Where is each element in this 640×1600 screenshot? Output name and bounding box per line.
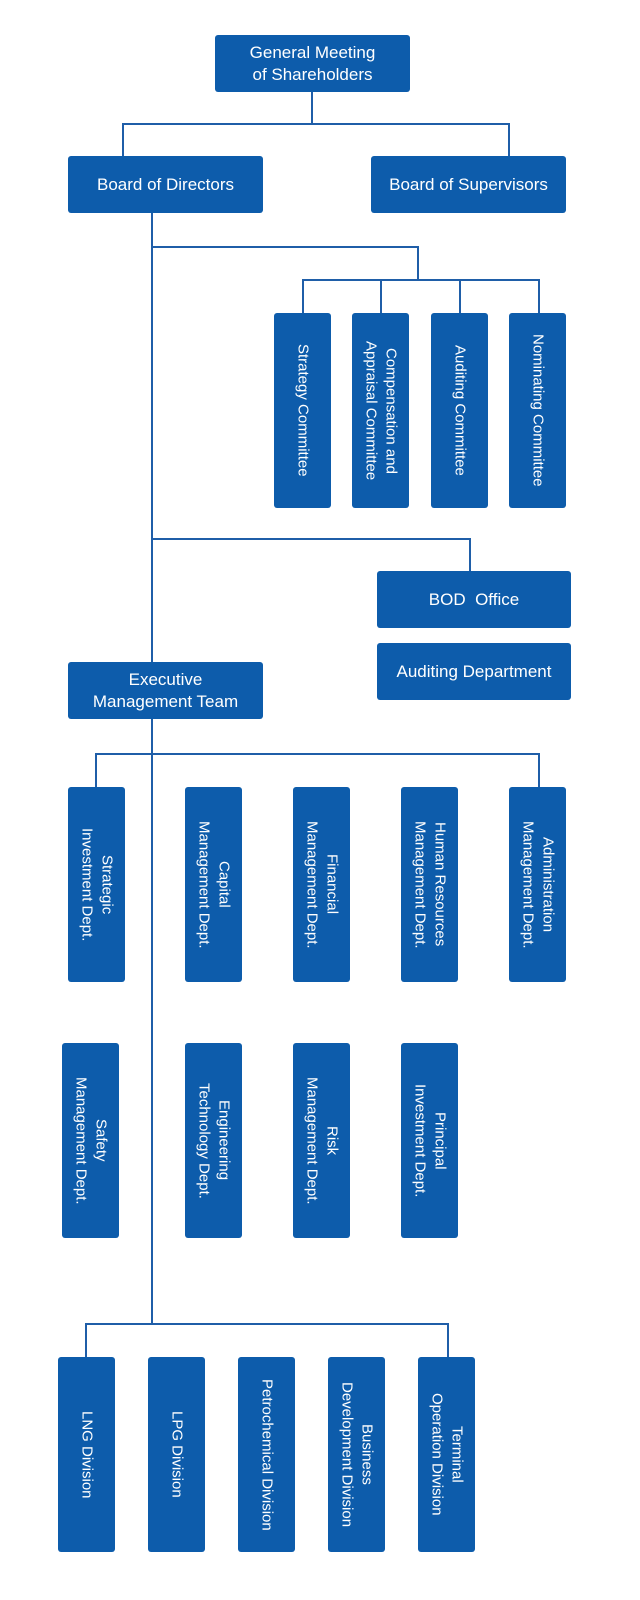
connector — [447, 1323, 449, 1358]
bod-office-label: BOD Office — [428, 589, 520, 609]
committee-label: Strategy Committee — [294, 344, 312, 477]
committee-label: Auditing Committee — [451, 345, 469, 476]
department-box: Principal Investment Dept. — [401, 1043, 458, 1238]
division-box: LNG Division — [58, 1357, 115, 1552]
connector — [311, 92, 313, 124]
department-label: Capital Management Dept. — [195, 820, 233, 949]
connector — [95, 753, 540, 755]
committee-box: Compensation and Appraisal Committee — [352, 313, 409, 508]
connector — [151, 538, 471, 540]
division-label: Petrochemical Division — [258, 1378, 276, 1531]
department-label: Financial Management Dept. — [303, 820, 341, 949]
connector — [151, 246, 419, 248]
connector — [302, 279, 304, 314]
board-of-supervisors-label: Board of Supervisors — [389, 174, 548, 194]
auditing-department-label: Auditing Department — [396, 661, 552, 681]
board-of-supervisors-box: Board of Supervisors — [371, 156, 566, 213]
connector — [459, 279, 461, 314]
department-label: Principal Investment Dept. — [411, 1083, 449, 1198]
connector — [538, 753, 540, 788]
department-box: Human Resources Management Dept. — [401, 787, 458, 982]
executive-management-box: Executive Management Team — [68, 662, 263, 719]
shareholders-label: General Meeting of Shareholders — [249, 42, 376, 84]
connector — [469, 538, 471, 572]
department-label: Risk Management Dept. — [303, 1076, 341, 1205]
auditing-department-box: Auditing Department — [377, 643, 571, 700]
department-label: Strategic Investment Dept. — [78, 827, 116, 942]
department-label: Administration Management Dept. — [519, 820, 557, 949]
committee-label: Nominating Committee — [529, 334, 547, 487]
division-box: Terminal Operation Division — [418, 1357, 475, 1552]
connector — [151, 213, 153, 1325]
division-label: Terminal Operation Division — [428, 1393, 466, 1516]
department-label: Engineering Technology Dept. — [195, 1082, 233, 1199]
division-box: Petrochemical Division — [238, 1357, 295, 1552]
connector — [95, 753, 97, 788]
committee-box: Auditing Committee — [431, 313, 488, 508]
shareholders-box: General Meeting of Shareholders — [215, 35, 410, 92]
connector — [508, 123, 510, 157]
department-label: Human Resources Management Dept. — [411, 820, 449, 949]
department-box: Administration Management Dept. — [509, 787, 566, 982]
department-box: Strategic Investment Dept. — [68, 787, 125, 982]
committee-label: Compensation and Appraisal Committee — [362, 340, 400, 481]
department-box: Engineering Technology Dept. — [185, 1043, 242, 1238]
connector — [538, 279, 540, 314]
department-box: Safety Management Dept. — [62, 1043, 119, 1238]
connector — [122, 123, 510, 125]
board-of-directors-box: Board of Directors — [68, 156, 263, 213]
connector — [122, 123, 124, 157]
bod-office-box: BOD Office — [377, 571, 571, 628]
connector — [302, 279, 540, 281]
executive-management-label: Executive Management Team — [92, 669, 239, 711]
board-of-directors-label: Board of Directors — [97, 174, 234, 194]
department-box: Risk Management Dept. — [293, 1043, 350, 1238]
committee-box: Strategy Committee — [274, 313, 331, 508]
connector — [85, 1323, 449, 1325]
division-label: LPG Division — [168, 1411, 186, 1498]
connector — [85, 1323, 87, 1358]
connector — [380, 279, 382, 314]
division-box: LPG Division — [148, 1357, 205, 1552]
department-box: Financial Management Dept. — [293, 787, 350, 982]
division-label: Business Development Division — [338, 1381, 376, 1528]
department-label: Safety Management Dept. — [72, 1076, 110, 1205]
committee-box: Nominating Committee — [509, 313, 566, 508]
division-label: LNG Division — [78, 1410, 96, 1499]
department-box: Capital Management Dept. — [185, 787, 242, 982]
division-box: Business Development Division — [328, 1357, 385, 1552]
connector — [417, 246, 419, 280]
